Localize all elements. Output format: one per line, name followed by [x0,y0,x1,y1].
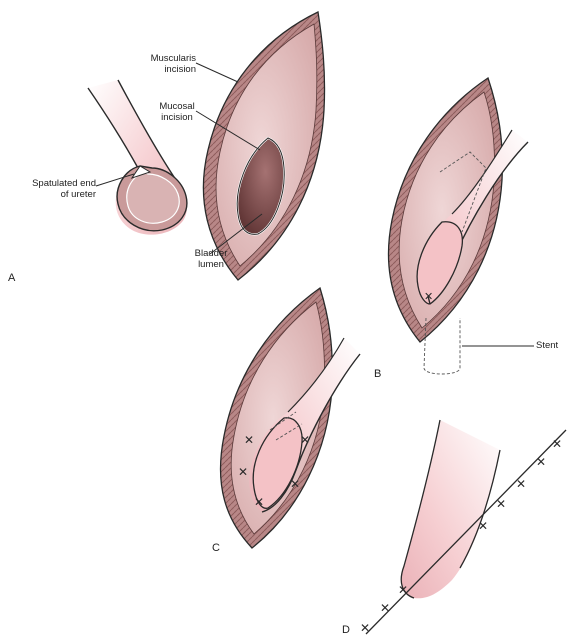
svg-text:✕: ✕ [290,477,300,491]
label-muscularis-incision: Muscularis incision [120,53,196,75]
panel-d-ureter [401,420,500,598]
panel-label-c: C [212,542,220,554]
svg-text:✕: ✕ [360,621,370,635]
svg-text:✕: ✕ [478,519,488,533]
svg-text:✕: ✕ [300,433,310,447]
panel-b-bladder-wall [388,78,502,342]
label-bladder-lumen: Bladder lumen [184,248,238,270]
panel-label-b: B [374,368,381,380]
label-spatulated-end: Spatulated end of ureter [2,178,96,200]
label-stent: Stent [536,340,558,351]
panel-label-a: A [8,272,15,284]
svg-text:✕: ✕ [496,497,506,511]
svg-text:✕: ✕ [380,601,390,615]
svg-text:✕: ✕ [398,583,408,597]
svg-text:✕: ✕ [254,495,264,509]
label-mucosal-incision: Mucosal incision [150,101,204,123]
svg-text:✕: ✕ [516,477,526,491]
svg-text:✕: ✕ [238,465,248,479]
svg-text:✕: ✕ [244,433,254,447]
svg-text:✕: ✕ [536,455,546,469]
panel-label-d: D [342,624,350,636]
svg-text:✕: ✕ [552,437,562,451]
panel-a-bladder-wall [203,12,324,280]
svg-text:✕: ✕ [424,290,433,303]
